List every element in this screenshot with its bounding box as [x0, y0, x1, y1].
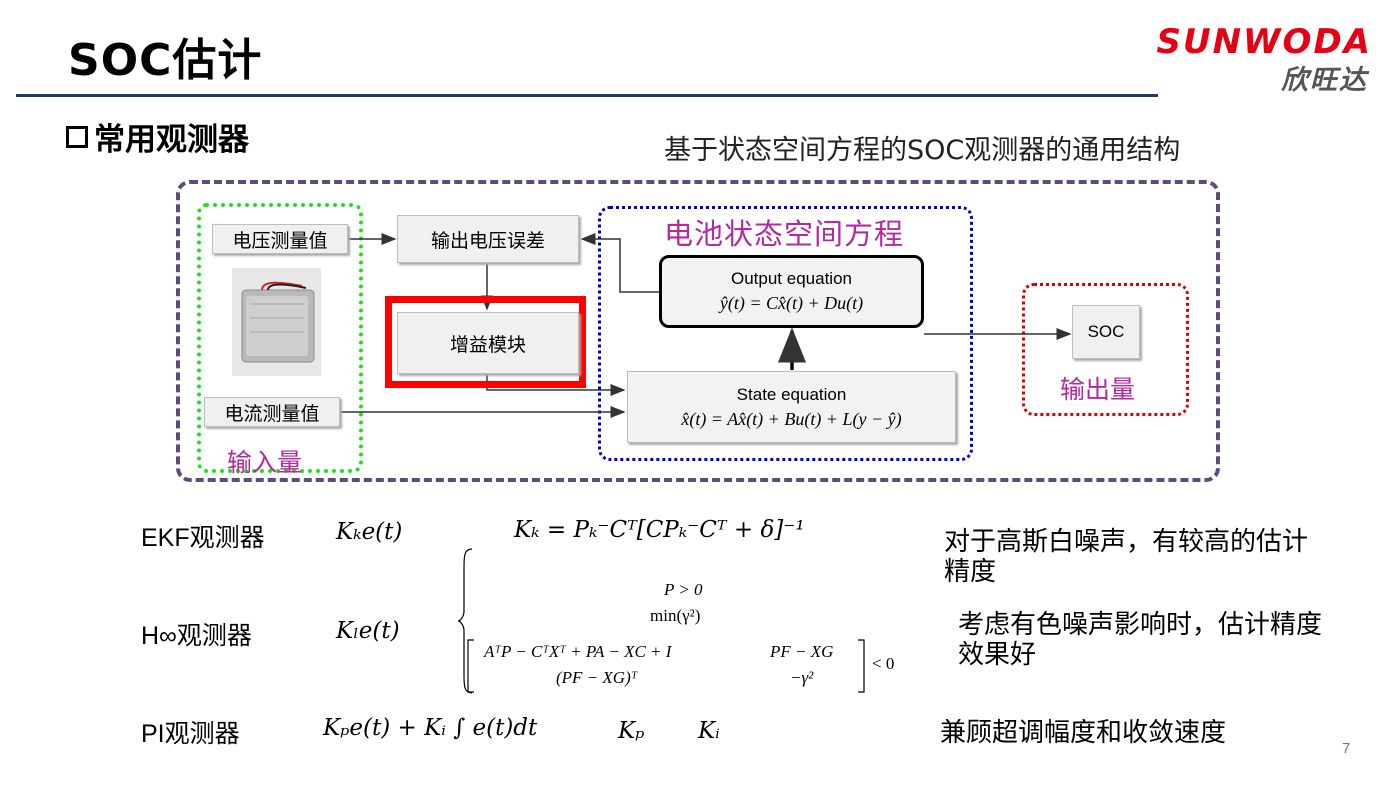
ekf-gain: Kₖe(t) — [336, 519, 403, 545]
hinf-matrix-21: (PF − XG)ᵀ — [556, 668, 638, 687]
ekf-observer-label: EKF观测器 — [141, 524, 265, 552]
battery-model-title: 电池状态空间方程 — [664, 217, 905, 251]
hinf-condition-min: min(γ²) — [650, 606, 701, 625]
battery-image — [232, 268, 321, 376]
hinf-gain: Kₗe(t) — [336, 618, 400, 644]
page-title: SOC估计 — [68, 35, 263, 86]
voltage-error-box: 输出电压误差 — [397, 215, 579, 263]
ekf-gain-formula: Kₖ = Pₖ⁻Cᵀ[CPₖ⁻Cᵀ + δ]⁻¹ — [514, 517, 805, 543]
company-logo-cn: 欣旺达 — [1281, 65, 1368, 96]
gain-module-box: 增益模块 — [397, 312, 579, 374]
state-equation: x̂(t) = Ax̂(t) + Bu(t) + L(y − ŷ) — [681, 408, 902, 429]
output-equation-box: Output equation ŷ(t) = Cx̂(t) + Du(t) — [659, 255, 924, 328]
hinf-description: 考虑有色噪声影响时，估计精度 效果好 — [958, 610, 1322, 670]
company-logo-en: SUNWODA — [1156, 22, 1372, 62]
pi-gain: Kₚe(t) + Kᵢ ∫ e(t)dt — [323, 715, 538, 741]
title-rule — [16, 94, 1158, 97]
hinf-condition-positive: P > 0 — [664, 580, 703, 599]
arrow-output-to-error — [580, 233, 660, 293]
observer-structure-frame — [176, 180, 1220, 482]
output-group-label: 输出量 — [1060, 375, 1136, 404]
output-equation-label: Output equation — [731, 269, 852, 288]
pi-observer-label: PI观测器 — [141, 720, 240, 748]
section-subtitle: 常用观测器 — [66, 114, 249, 159]
battery-pack-icon — [241, 281, 315, 363]
hinf-matrix-brackets — [467, 639, 865, 693]
pi-description: 兼顾超调幅度和收敛速度 — [940, 718, 1227, 748]
current-measurement-box: 电流测量值 — [204, 397, 340, 427]
ekf-description: 对于高斯白噪声，有较高的估计 精度 — [944, 527, 1308, 587]
state-equation-label: State equation — [736, 384, 847, 404]
section-subtitle-text: 常用观测器 — [94, 122, 249, 158]
pi-kp: Kₚ — [618, 718, 645, 744]
hinf-description-line2: 效果好 — [958, 640, 1037, 670]
hinf-matrix-22: −γ² — [790, 668, 814, 687]
hinf-matrix-12: PF − XG — [770, 642, 834, 661]
hinf-matrix-lt0: < 0 — [872, 654, 895, 673]
page-number: 7 — [1342, 740, 1351, 757]
ekf-description-line2: 精度 — [944, 557, 997, 587]
pi-ki: Kᵢ — [698, 718, 720, 744]
ekf-description-line1: 对于高斯白噪声，有较高的估计 — [944, 527, 1309, 557]
hinf-matrix-11: AᵀP − CᵀXᵀ + PA − XC + I — [484, 642, 672, 661]
output-equation: ŷ(t) = Cx̂(t) + Du(t) — [719, 293, 864, 313]
hinf-observer-label: H∞观测器 — [141, 622, 252, 650]
voltage-measurement-box: 电压测量值 — [212, 224, 348, 254]
soc-box: SOC — [1072, 305, 1140, 359]
square-bullet-icon — [66, 125, 88, 148]
diagram-caption: 基于状态空间方程的SOC观测器的通用结构 — [664, 135, 1181, 166]
gain-highlight-frame — [385, 296, 586, 388]
hinf-left-brace — [457, 548, 473, 694]
input-group-frame — [197, 203, 363, 473]
hinf-description-line1: 考虑有色噪声影响时，估计精度 — [958, 610, 1323, 640]
output-group-frame — [1022, 283, 1189, 416]
arrow-gain-to-state — [486, 374, 626, 396]
input-group-label: 输入量 — [227, 448, 303, 477]
state-equation-box: State equation x̂(t) = Ax̂(t) + Bu(t) + … — [627, 371, 956, 443]
